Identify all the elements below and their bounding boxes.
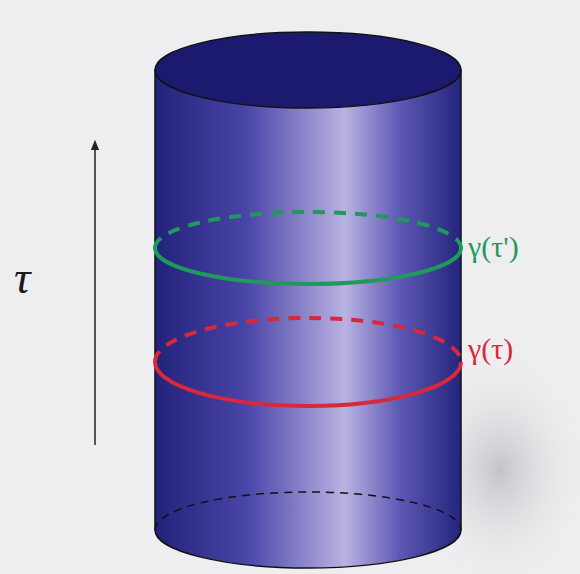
time-arrow — [94, 145, 96, 445]
red-loop-back — [155, 318, 461, 362]
loop-label: γ(τ') — [468, 232, 519, 262]
green-loop-back — [155, 212, 461, 248]
loop-label: γ(τ) — [468, 334, 513, 364]
red-loop-front — [155, 362, 461, 406]
bottom-back-edge — [155, 492, 461, 530]
green-loop-front — [155, 248, 461, 284]
time-label: τ — [14, 255, 30, 301]
cylinder-top — [155, 32, 461, 108]
cylinder-body — [155, 70, 461, 568]
